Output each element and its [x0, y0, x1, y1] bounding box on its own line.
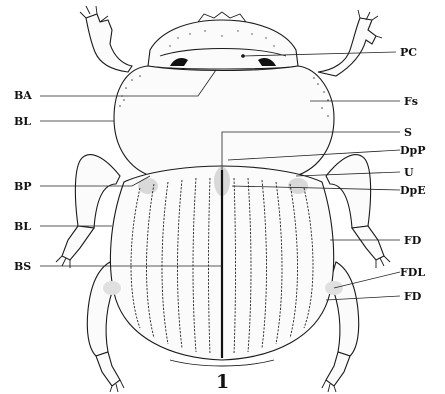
label-fd-top: FD	[404, 234, 422, 247]
label-bl-bottom: BL	[14, 220, 31, 233]
head	[148, 12, 298, 69]
label-bl-top: BL	[14, 115, 31, 128]
front-leg-right	[318, 10, 382, 76]
label-pc: PC	[400, 46, 417, 59]
label-fs: Fs	[404, 95, 418, 108]
label-bs: BS	[14, 260, 31, 273]
label-fd-bottom: FD	[404, 290, 422, 303]
label-dpp: DpP	[400, 144, 426, 157]
label-ba: BA	[14, 89, 32, 102]
middle-leg-right	[326, 155, 390, 268]
label-bp: BP	[14, 180, 32, 193]
figure-number: 1	[216, 371, 229, 393]
label-s: S	[404, 126, 412, 139]
label-u: U	[404, 166, 414, 179]
label-fdl: FDL	[400, 266, 425, 279]
front-leg-left	[80, 6, 132, 72]
label-dpe: DpE	[400, 184, 426, 197]
